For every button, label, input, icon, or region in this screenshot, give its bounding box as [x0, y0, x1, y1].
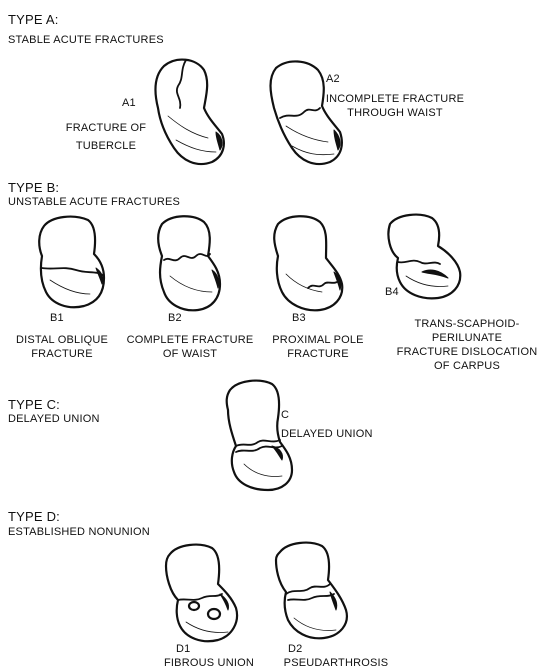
- b2-code: B2: [168, 312, 182, 325]
- c-caption: DELAYED UNION: [281, 428, 373, 441]
- type-c-heading: TYPE C:: [8, 397, 60, 412]
- a2-code: A2: [326, 73, 340, 86]
- b3-caption-line2: FRACTURE: [287, 348, 349, 361]
- type-d-heading: TYPE D:: [8, 509, 60, 524]
- d1-code: D1: [176, 643, 190, 656]
- b4-caption-line3: FRACTURE DISLOCATION: [397, 346, 538, 359]
- b4-code: B4: [385, 286, 399, 299]
- b4-caption-line4: OF CARPUS: [434, 360, 500, 373]
- scaphoid-d2-illustration: [272, 540, 358, 644]
- scaphoid-b2-illustration: [152, 214, 226, 314]
- a1-caption-line2: TUBERCLE: [76, 140, 136, 153]
- type-b-heading: TYPE B:: [8, 180, 59, 195]
- a1-code: A1: [122, 97, 136, 110]
- b1-caption-line1: DISTAL OBLIQUE: [16, 334, 108, 347]
- type-a-title: STABLE ACUTE FRACTURES: [8, 34, 164, 47]
- b4-caption-line1: TRANS-SCAPHOID-: [414, 318, 519, 331]
- type-d-title: ESTABLISHED NONUNION: [8, 526, 150, 539]
- a2-caption-line2: THROUGH WAIST: [347, 107, 443, 120]
- c-code: C: [281, 409, 289, 422]
- b1-caption-line2: FRACTURE: [31, 348, 93, 361]
- type-a-heading: TYPE A:: [8, 12, 59, 27]
- scaphoid-a1-illustration: [146, 56, 236, 168]
- scaphoid-d1-illustration: [160, 542, 246, 646]
- a2-caption-line1: INCOMPLETE FRACTURE: [326, 93, 464, 106]
- d2-code: D2: [288, 643, 302, 656]
- b1-code: B1: [50, 312, 64, 325]
- scaphoid-b1-illustration: [34, 214, 110, 310]
- type-b-title: UNSTABLE ACUTE FRACTURES: [8, 196, 180, 209]
- b2-caption-line1: COMPLETE FRACTURE: [127, 334, 254, 347]
- b3-code: B3: [292, 312, 306, 325]
- type-c-title: DELAYED UNION: [8, 413, 100, 426]
- a1-caption-line1: FRACTURE OF: [66, 122, 146, 135]
- d1-caption: FIBROUS UNION: [164, 657, 254, 670]
- scaphoid-b3-illustration: [268, 214, 354, 314]
- d2-caption: PSEUDARTHROSIS: [284, 657, 389, 670]
- b3-caption-line1: PROXIMAL POLE: [272, 334, 363, 347]
- b4-caption-line2: PERILUNATE: [432, 332, 502, 345]
- b2-caption-line2: OF WAIST: [163, 348, 217, 361]
